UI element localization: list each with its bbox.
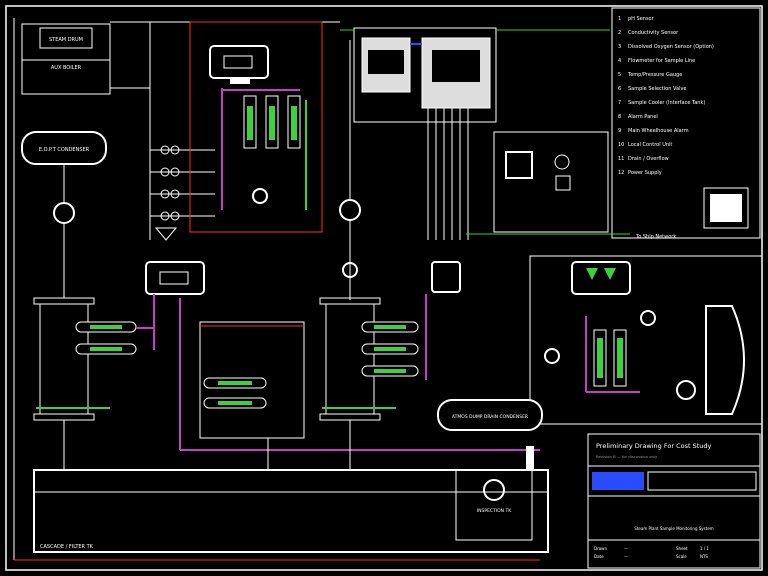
sample-panel-frame [189,21,323,233]
tank-right-sub [705,305,745,415]
drawn-by-value: — [624,546,628,551]
level-probe [526,446,534,470]
cabinet-unit-left-screen [368,50,404,74]
drawing-title: Preliminary Drawing For Cost Study [596,442,712,450]
inspection-tank [455,469,533,541]
sheet-value: 1 / 1 [700,546,709,551]
legend-item: Sample Cooler (Interface Tank) [628,100,705,106]
legend-item: Dissolved Oxygen Sensor (Option) [628,44,714,50]
flowmeter-group-left [75,321,137,355]
alarm-indicator [505,151,533,179]
drawing-subtitle: Revision B — for discussion only [596,454,658,459]
alarm-panel-box [493,131,609,233]
cabinet-outline [353,27,497,123]
inspection-tank-port [483,479,505,501]
legend-number: 7 [618,100,621,106]
flowmeter-group-right-sub [593,329,627,387]
flowmeter-group-right [361,321,419,377]
legend-device-icon [703,187,749,229]
legend-number: 11 [618,156,624,162]
project-name: Steam Plant Sample Monitoring System [634,526,713,531]
steam-drum-label-box [39,27,93,49]
pump-right-sub [676,380,696,400]
valve-right-sub-1 [544,348,560,364]
alarm-bell [554,154,570,170]
legend-item: Conductivity Sensor [628,30,679,36]
date-value: — [624,554,628,559]
analyser-left-mid-screen [159,271,189,285]
legend-item: Sample Selection Valve [628,86,687,92]
flowmeter-group-top [243,95,301,149]
steam-drum-box [21,23,111,95]
inspection-tank-label: INSPECTION TK [477,508,512,514]
scale-label: Scale [676,554,687,559]
legend-list: 1 pH Sensor 2 Conductivity Sensor 3 Dissolved… [618,16,714,176]
legend-item: pH Sensor [628,16,655,22]
cabinet-connectors [427,108,469,240]
condenser-label: E.O.P.T CONDENSER [39,147,90,153]
legend-number: 9 [618,128,621,134]
title-block [587,433,761,569]
legend-number: 10 [618,142,624,148]
analyser-centre-mid [431,261,461,293]
atmos-condenser-label: ATMOS DUMP DRAIN CONDENSER [452,414,528,420]
analyser-top [209,45,269,79]
flowmeter-group-centre [203,377,267,409]
legend-number: 4 [618,58,621,64]
analyser-right-funnels [586,268,616,280]
legend-number: 12 [618,170,624,176]
date-label: Date [594,554,604,559]
scale-value: NTS [700,554,708,559]
cascade-tank [33,469,549,553]
analyser-right-mid [571,261,631,295]
legend-box [611,7,761,239]
legend-number: 3 [618,44,621,50]
subpanel-centre [199,321,305,439]
legend-item: Flowmeter for Sample Line [628,58,695,64]
alarm-switch [555,175,571,191]
legend-item: Main Wheelhouse Alarm [628,128,689,134]
analyser-top-screen [223,55,253,69]
valve-cluster [150,145,215,241]
legend-device-screen [710,194,742,222]
analyser-top-stand [230,78,250,84]
legend-item: Drain / Overflow [628,156,669,162]
legend-item: Temp/Pressure Gauge [627,72,682,78]
to-ship-network-label: To Ship Network [635,234,676,240]
title-block-logo [592,472,644,490]
legend-item: Power Supply [628,170,662,176]
sheet-label: Sheet [676,546,688,551]
drawn-by-label: Drawn [594,546,607,551]
valve-right-sub-2 [640,310,656,326]
legend-number: 2 [618,30,621,36]
panel-pump [252,188,268,204]
cascade-tank-label: CASCADE / FILTER TK [40,544,94,550]
legend-item: Local Control Unit [628,142,672,148]
legend-number: 5 [618,72,621,78]
legend-number: 1 [618,16,621,22]
analyser-left-mid [145,261,205,295]
subsystem-right [529,255,763,425]
cabinet-unit-right-screen [432,50,480,82]
aux-boiler-label: AUX BOILER [51,65,82,71]
legend-number: 8 [618,114,621,120]
atmos-condenser [437,399,543,431]
title-block-company [647,471,757,491]
steam-drum-label: STEAM DRUM [49,37,83,43]
legend-item: Alarm Panel [628,114,658,120]
rack-left-top-bar [33,297,95,305]
rack-right-top-bar [319,297,381,305]
legend-number: 6 [618,86,621,92]
